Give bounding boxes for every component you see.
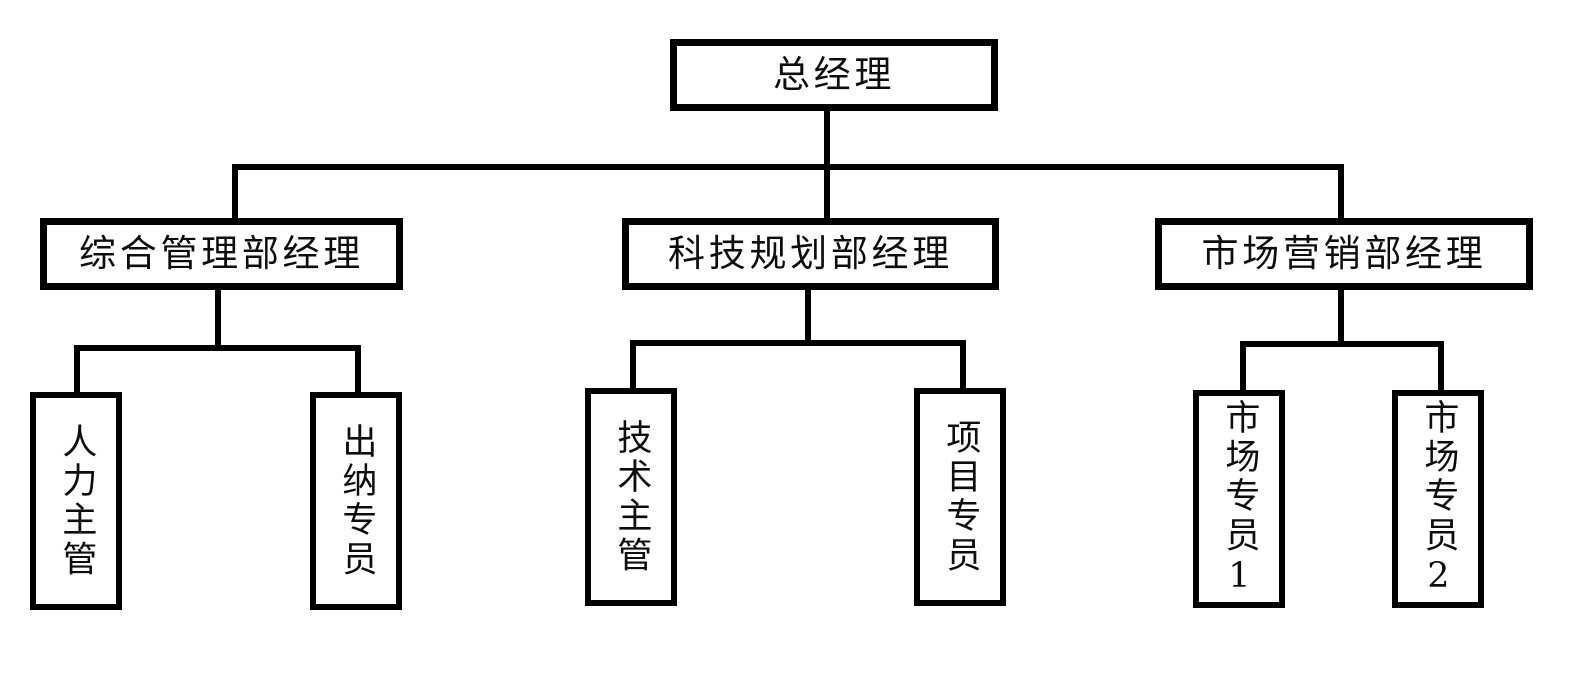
- node-staff-techlead[interactable]: 技术主管: [585, 388, 677, 606]
- edge-dept-admin-drop: [215, 286, 221, 348]
- node-staff-cashier-label: 出纳专员: [336, 422, 377, 580]
- edge-bus-to-staff-hr: [74, 345, 80, 395]
- node-staff-market1[interactable]: 市场专员1: [1193, 390, 1285, 608]
- node-dept-admin-label: 综合管理部经理: [79, 231, 364, 275]
- node-dept-market-label: 市场营销部经理: [1201, 231, 1487, 275]
- edge-ceo-drop: [824, 108, 830, 170]
- node-staff-project[interactable]: 项目专员: [914, 388, 1006, 606]
- node-ceo-label: 总经理: [772, 52, 896, 96]
- node-ceo[interactable]: 总经理: [670, 39, 998, 111]
- node-dept-market[interactable]: 市场营销部经理: [1155, 218, 1533, 290]
- node-staff-market2[interactable]: 市场专员2: [1392, 390, 1484, 608]
- node-staff-market2-label: 市场专员2: [1418, 398, 1459, 600]
- node-dept-admin[interactable]: 综合管理部经理: [40, 218, 403, 290]
- edge-bus-to-staff-project: [960, 340, 966, 395]
- edge-dept-tech-drop: [805, 286, 811, 345]
- node-staff-cashier[interactable]: 出纳专员: [310, 392, 402, 610]
- edge-bus-to-staff-market2: [1438, 341, 1444, 395]
- edge-bus-to-staff-cashier: [355, 345, 361, 395]
- edge-tech-children-bus: [630, 340, 966, 346]
- node-dept-tech-label: 科技规划部经理: [668, 231, 953, 275]
- edge-bus-to-dept-tech: [824, 164, 830, 222]
- edge-level2-bus: [232, 164, 1344, 170]
- edge-bus-to-dept-market: [1338, 164, 1344, 222]
- edge-admin-children-bus: [74, 345, 361, 351]
- node-staff-techlead-label: 技术主管: [611, 418, 652, 576]
- edge-bus-to-staff-market1: [1240, 341, 1246, 395]
- node-staff-hr-label: 人力主管: [56, 422, 97, 580]
- node-dept-tech[interactable]: 科技规划部经理: [622, 218, 999, 290]
- node-staff-project-label: 项目专员: [940, 418, 981, 576]
- edge-market-children-bus: [1240, 341, 1444, 347]
- edge-bus-to-staff-techlead: [630, 340, 636, 395]
- edge-dept-market-drop: [1338, 286, 1344, 345]
- node-staff-market1-label: 市场专员1: [1219, 398, 1260, 600]
- node-staff-hr[interactable]: 人力主管: [30, 392, 122, 610]
- edge-bus-to-dept-admin: [232, 164, 238, 222]
